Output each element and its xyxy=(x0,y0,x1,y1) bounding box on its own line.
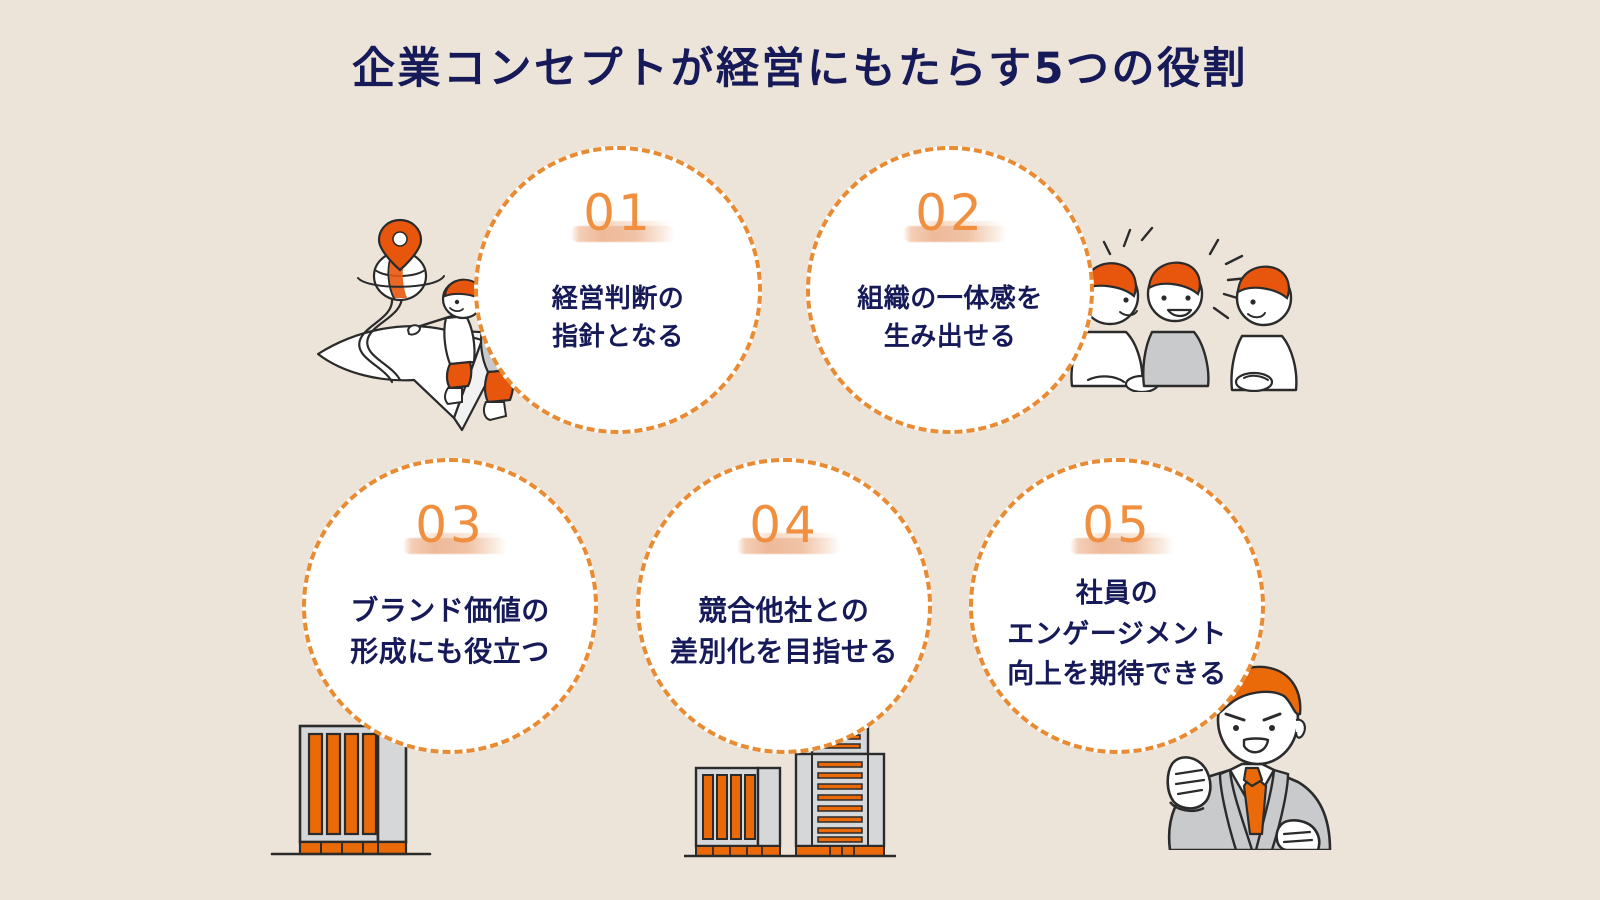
three-people-talking-icon xyxy=(1058,224,1298,392)
brush-underline-icon xyxy=(403,533,507,554)
role-text-05: 社員の エンゲージメント 向上を期待できる xyxy=(1007,574,1226,696)
role-text-01: 経営判断の 指針となる xyxy=(552,280,685,357)
role-text-line: 向上を期待できる xyxy=(1007,659,1227,690)
role-text-line: 差別化を目指せる xyxy=(669,635,898,669)
businessman-icon xyxy=(1158,658,1338,850)
role-number-wrap-01: 01 xyxy=(571,188,675,242)
page-title: 企業コンセプトが経営にもたらす5つの役割 xyxy=(351,44,1249,94)
role-number-05: 05 xyxy=(1082,496,1152,554)
role-number-wrap-03: 03 xyxy=(403,500,507,554)
role-circle-03[interactable]: 03 ブランド価値の 形成にも役立つ xyxy=(302,458,598,754)
businessman-illustration xyxy=(1158,658,1338,850)
brush-underline-icon xyxy=(571,221,675,242)
role-number-wrap-04: 04 xyxy=(737,500,841,554)
role-text-line: 社員の xyxy=(1075,578,1159,609)
role-number-wrap-02: 02 xyxy=(903,188,1007,242)
role-text-04: 競合他社との 差別化を目指せる xyxy=(670,590,898,673)
role-text-line: エンゲージメント xyxy=(1007,618,1227,650)
role-number-04: 04 xyxy=(749,496,819,554)
brush-underline-icon xyxy=(903,221,1007,242)
role-text-line: 指針となる xyxy=(552,322,684,353)
team-talking-illustration xyxy=(1058,224,1298,392)
role-circle-05[interactable]: 05 社員の エンゲージメント 向上を期待できる xyxy=(969,458,1265,754)
role-text-line: 組織の一体感を xyxy=(857,284,1043,314)
role-number-wrap-05: 05 xyxy=(1070,500,1174,554)
role-number-02: 02 xyxy=(915,184,985,242)
role-text-line: 経営判断の xyxy=(551,284,685,314)
role-text-line: 形成にも役立つ xyxy=(350,635,550,669)
brush-underline-icon xyxy=(1070,533,1174,554)
role-text-02: 組織の一体感を 生み出せる xyxy=(857,280,1043,357)
role-number-03: 03 xyxy=(415,496,485,554)
role-number-01: 01 xyxy=(583,184,653,242)
role-circle-02[interactable]: 02 組織の一体感を 生み出せる xyxy=(806,146,1094,434)
role-circle-04[interactable]: 04 競合他社との 差別化を目指せる xyxy=(636,458,932,754)
role-text-line: 競合他社との xyxy=(698,594,870,627)
role-text-03: ブランド価値の 形成にも役立つ xyxy=(350,590,550,673)
role-circle-01[interactable]: 01 経営判断の 指針となる xyxy=(474,146,762,434)
role-text-line: ブランド価値の xyxy=(350,594,550,627)
brush-underline-icon xyxy=(737,533,841,554)
role-text-line: 生み出せる xyxy=(883,322,1017,353)
